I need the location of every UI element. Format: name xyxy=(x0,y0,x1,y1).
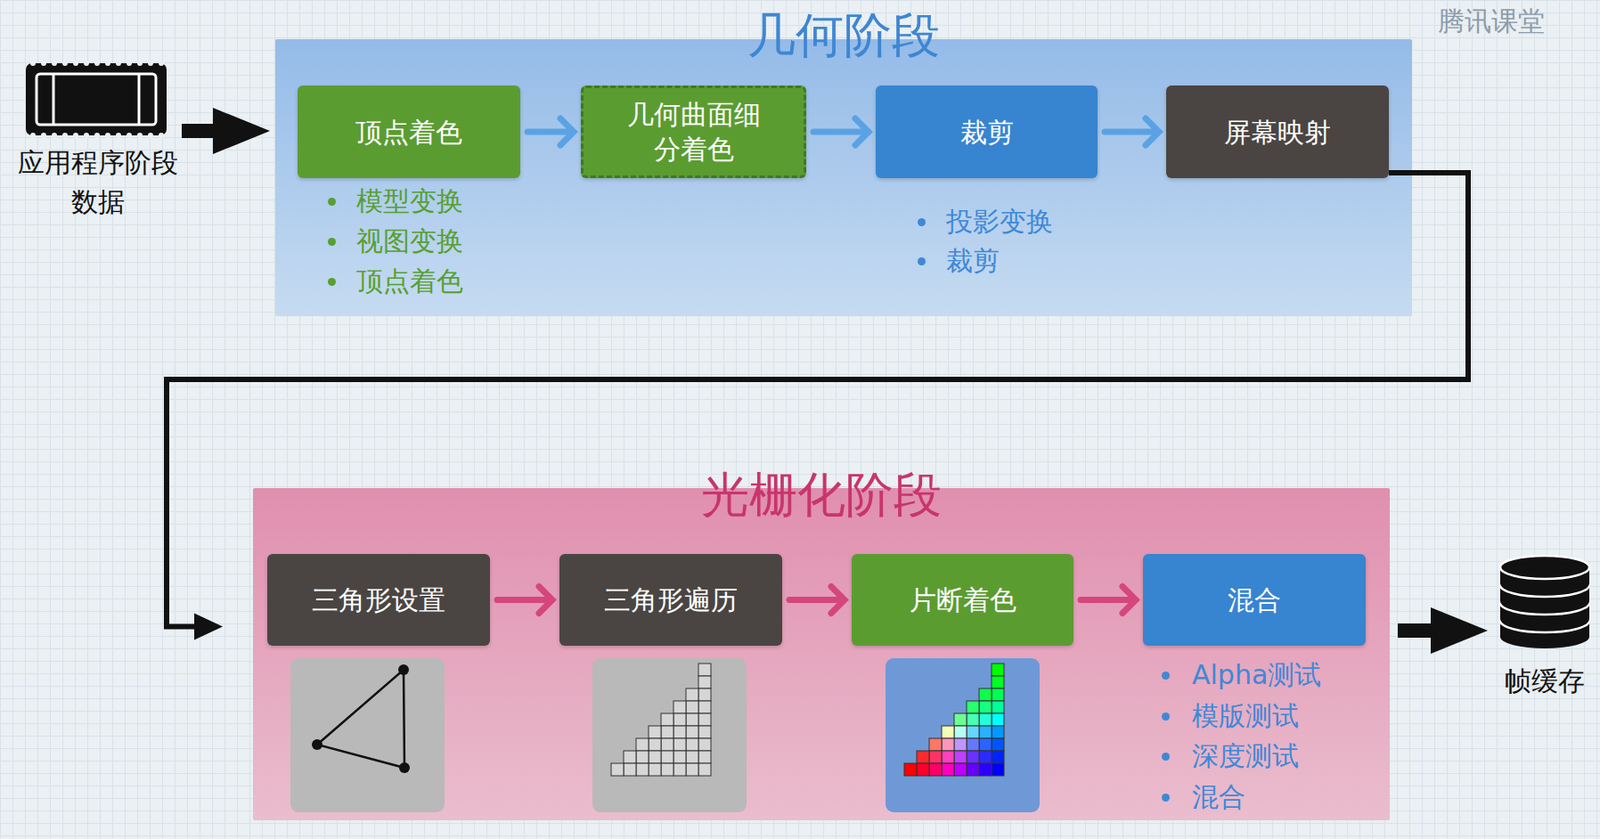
flow-arrow xyxy=(1080,587,1136,614)
flow-arrow xyxy=(497,587,553,614)
box-label: 片断着色 xyxy=(909,582,1017,618)
icon-label: 帧缓存 xyxy=(1504,661,1585,702)
triangle-traversal-picture xyxy=(592,658,747,813)
ticket-icon xyxy=(25,60,167,139)
bullet-dot xyxy=(917,257,926,266)
box-label: 顶点着色 xyxy=(355,114,463,150)
bullet-dot xyxy=(1161,712,1170,721)
transform-step: 裁剪 xyxy=(946,244,1000,278)
transform-step: 顶点着色 xyxy=(356,265,464,298)
process-box: 顶点着色 xyxy=(297,85,521,179)
process-box: 片断着色 xyxy=(851,554,1074,646)
box-label: 三角形遍历 xyxy=(604,582,738,618)
flow-arrow xyxy=(166,172,1469,641)
stage-title: 几何阶段 xyxy=(275,8,1413,62)
transform-step: 模型变换 xyxy=(356,185,464,218)
transform-step: 视图变换 xyxy=(356,225,464,258)
process-box: 屏幕映射 xyxy=(1166,85,1389,179)
database-icon xyxy=(1500,555,1590,649)
bullet-dot xyxy=(327,277,336,286)
bullet-dot xyxy=(1161,793,1170,802)
flow-arrow xyxy=(789,587,845,614)
test-step: 模版测试 xyxy=(1191,700,1299,733)
watermark: 腾讯课堂 xyxy=(1437,5,1545,38)
fragment-shading-picture xyxy=(885,658,1040,813)
optional-process-box: 几何曲面细 分着色 xyxy=(580,85,807,179)
flow-arrow xyxy=(813,118,869,146)
process-box: 三角形设置 xyxy=(267,554,490,646)
test-step: Alpha测试 xyxy=(1191,659,1322,692)
flow-arrow xyxy=(1397,607,1488,654)
bullet-dot xyxy=(327,197,336,206)
test-step: 混合 xyxy=(1191,781,1246,814)
icon-label: 应用程序阶段 数据 xyxy=(15,143,181,221)
bullet-dot xyxy=(1161,752,1170,761)
box-label: 裁剪 xyxy=(960,114,1014,150)
box-label: 混合 xyxy=(1227,582,1282,618)
box-label: 屏幕映射 xyxy=(1224,114,1331,150)
flow-arrow xyxy=(181,107,270,155)
box-label: 三角形设置 xyxy=(311,582,446,618)
box-label: 几何曲面细 分着色 xyxy=(621,97,767,167)
flow-arrow xyxy=(527,118,574,146)
transform-step: 投影变换 xyxy=(946,205,1054,238)
stage-title: 光栅化阶段 xyxy=(253,468,1390,522)
flow-arrow xyxy=(1104,118,1160,146)
bullet-dot xyxy=(1161,671,1170,680)
bullet-dot xyxy=(327,237,336,246)
test-step: 深度测试 xyxy=(1191,740,1299,773)
process-box: 混合 xyxy=(1142,554,1366,646)
process-box: 裁剪 xyxy=(875,85,1098,179)
process-box: 三角形遍历 xyxy=(559,554,783,646)
triangle-setup-picture xyxy=(290,658,445,813)
bullet-dot xyxy=(917,218,926,227)
